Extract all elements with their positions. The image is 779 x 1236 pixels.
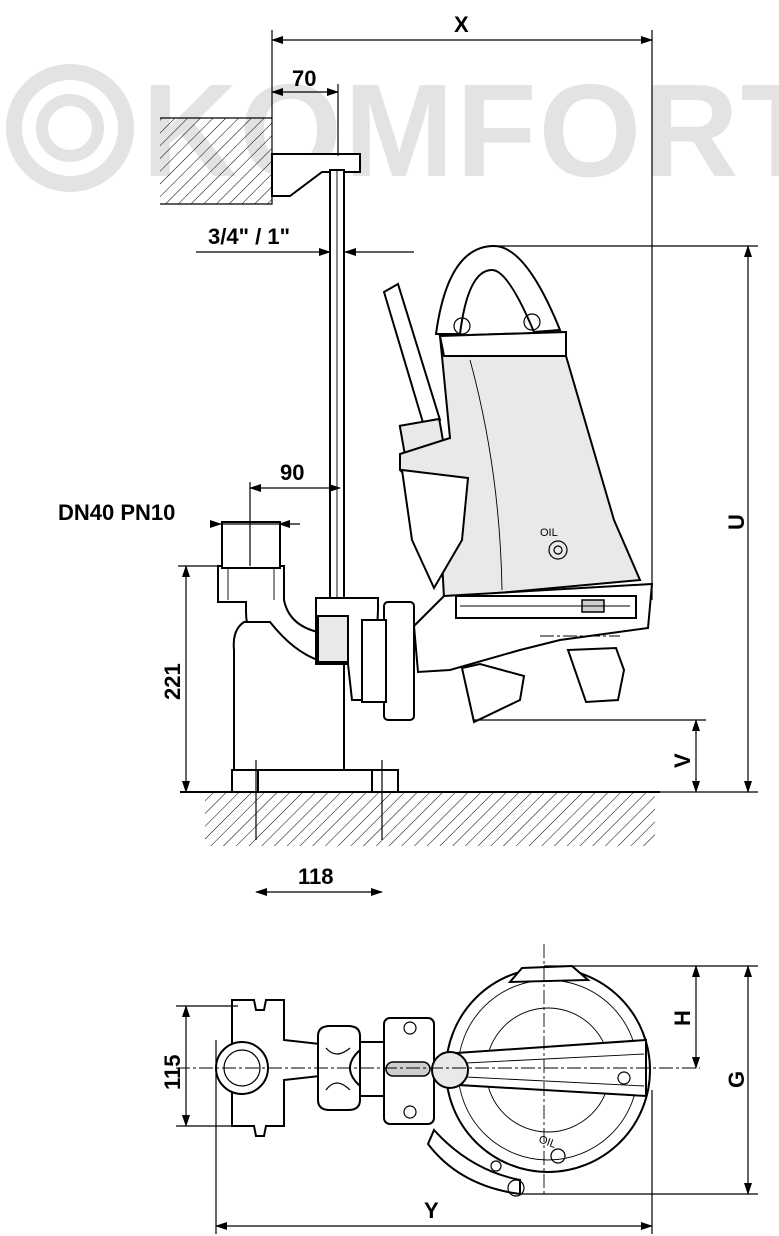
dim-70: 70 bbox=[271, 66, 339, 156]
cable-housing bbox=[400, 468, 470, 591]
dim-90: 90 bbox=[249, 460, 341, 566]
watermark: KOMFORT bbox=[6, 57, 779, 204]
oil-label-side: OIL bbox=[540, 527, 558, 539]
dim-h-label: H bbox=[670, 1010, 695, 1026]
dim-h: H bbox=[544, 965, 758, 1069]
dim-v-label: V bbox=[670, 753, 695, 768]
floor-hatch bbox=[205, 792, 655, 846]
dim-u-label: U bbox=[724, 514, 749, 530]
dim-115: 115 bbox=[160, 1005, 238, 1127]
side-view: OIL X 70 3/4" / 1" bbox=[58, 12, 758, 896]
dim-y: Y bbox=[215, 1040, 653, 1234]
oil-plug-icon bbox=[548, 540, 568, 560]
dim-118-label: 118 bbox=[298, 864, 334, 889]
top-view: OIL 115 H G Y bbox=[160, 944, 758, 1234]
wall-hatch bbox=[160, 118, 272, 204]
dim-g-label: G bbox=[724, 1071, 749, 1088]
dim-g: G bbox=[520, 965, 758, 1195]
komfort-circle-logo-icon bbox=[6, 64, 134, 192]
dim-115-label: 115 bbox=[160, 1055, 185, 1091]
dim-118: 118 bbox=[255, 864, 383, 896]
dim-x: X bbox=[271, 12, 653, 600]
wall-bracket bbox=[271, 153, 361, 197]
dim-u: U bbox=[494, 245, 758, 793]
oil-plug-top-icon bbox=[550, 1148, 566, 1164]
power-cable bbox=[382, 282, 442, 428]
oil-label-top: OIL bbox=[537, 1134, 558, 1151]
pump-flange bbox=[383, 601, 415, 721]
pump-handle bbox=[434, 244, 562, 335]
dim-x-label: X bbox=[454, 12, 469, 37]
dim-y-label: Y bbox=[424, 1198, 439, 1223]
dim-70-label: 70 bbox=[292, 66, 316, 91]
outlet-socket bbox=[221, 521, 281, 569]
dim-221: 221 bbox=[160, 565, 222, 793]
dim-dn40: DN40 PN10 bbox=[58, 500, 300, 528]
dim-pipe: 3/4" / 1" bbox=[196, 224, 414, 256]
pump-foot-left bbox=[460, 662, 526, 724]
switch-box bbox=[455, 595, 637, 619]
dim-221-label: 221 bbox=[160, 663, 185, 700]
pump-foot-right bbox=[566, 646, 626, 704]
dim-v: V bbox=[474, 719, 706, 793]
dim-90-label: 90 bbox=[280, 460, 304, 485]
dim-pipe-label: 3/4" / 1" bbox=[208, 224, 290, 249]
dim-dn40-label: DN40 PN10 bbox=[58, 500, 175, 525]
